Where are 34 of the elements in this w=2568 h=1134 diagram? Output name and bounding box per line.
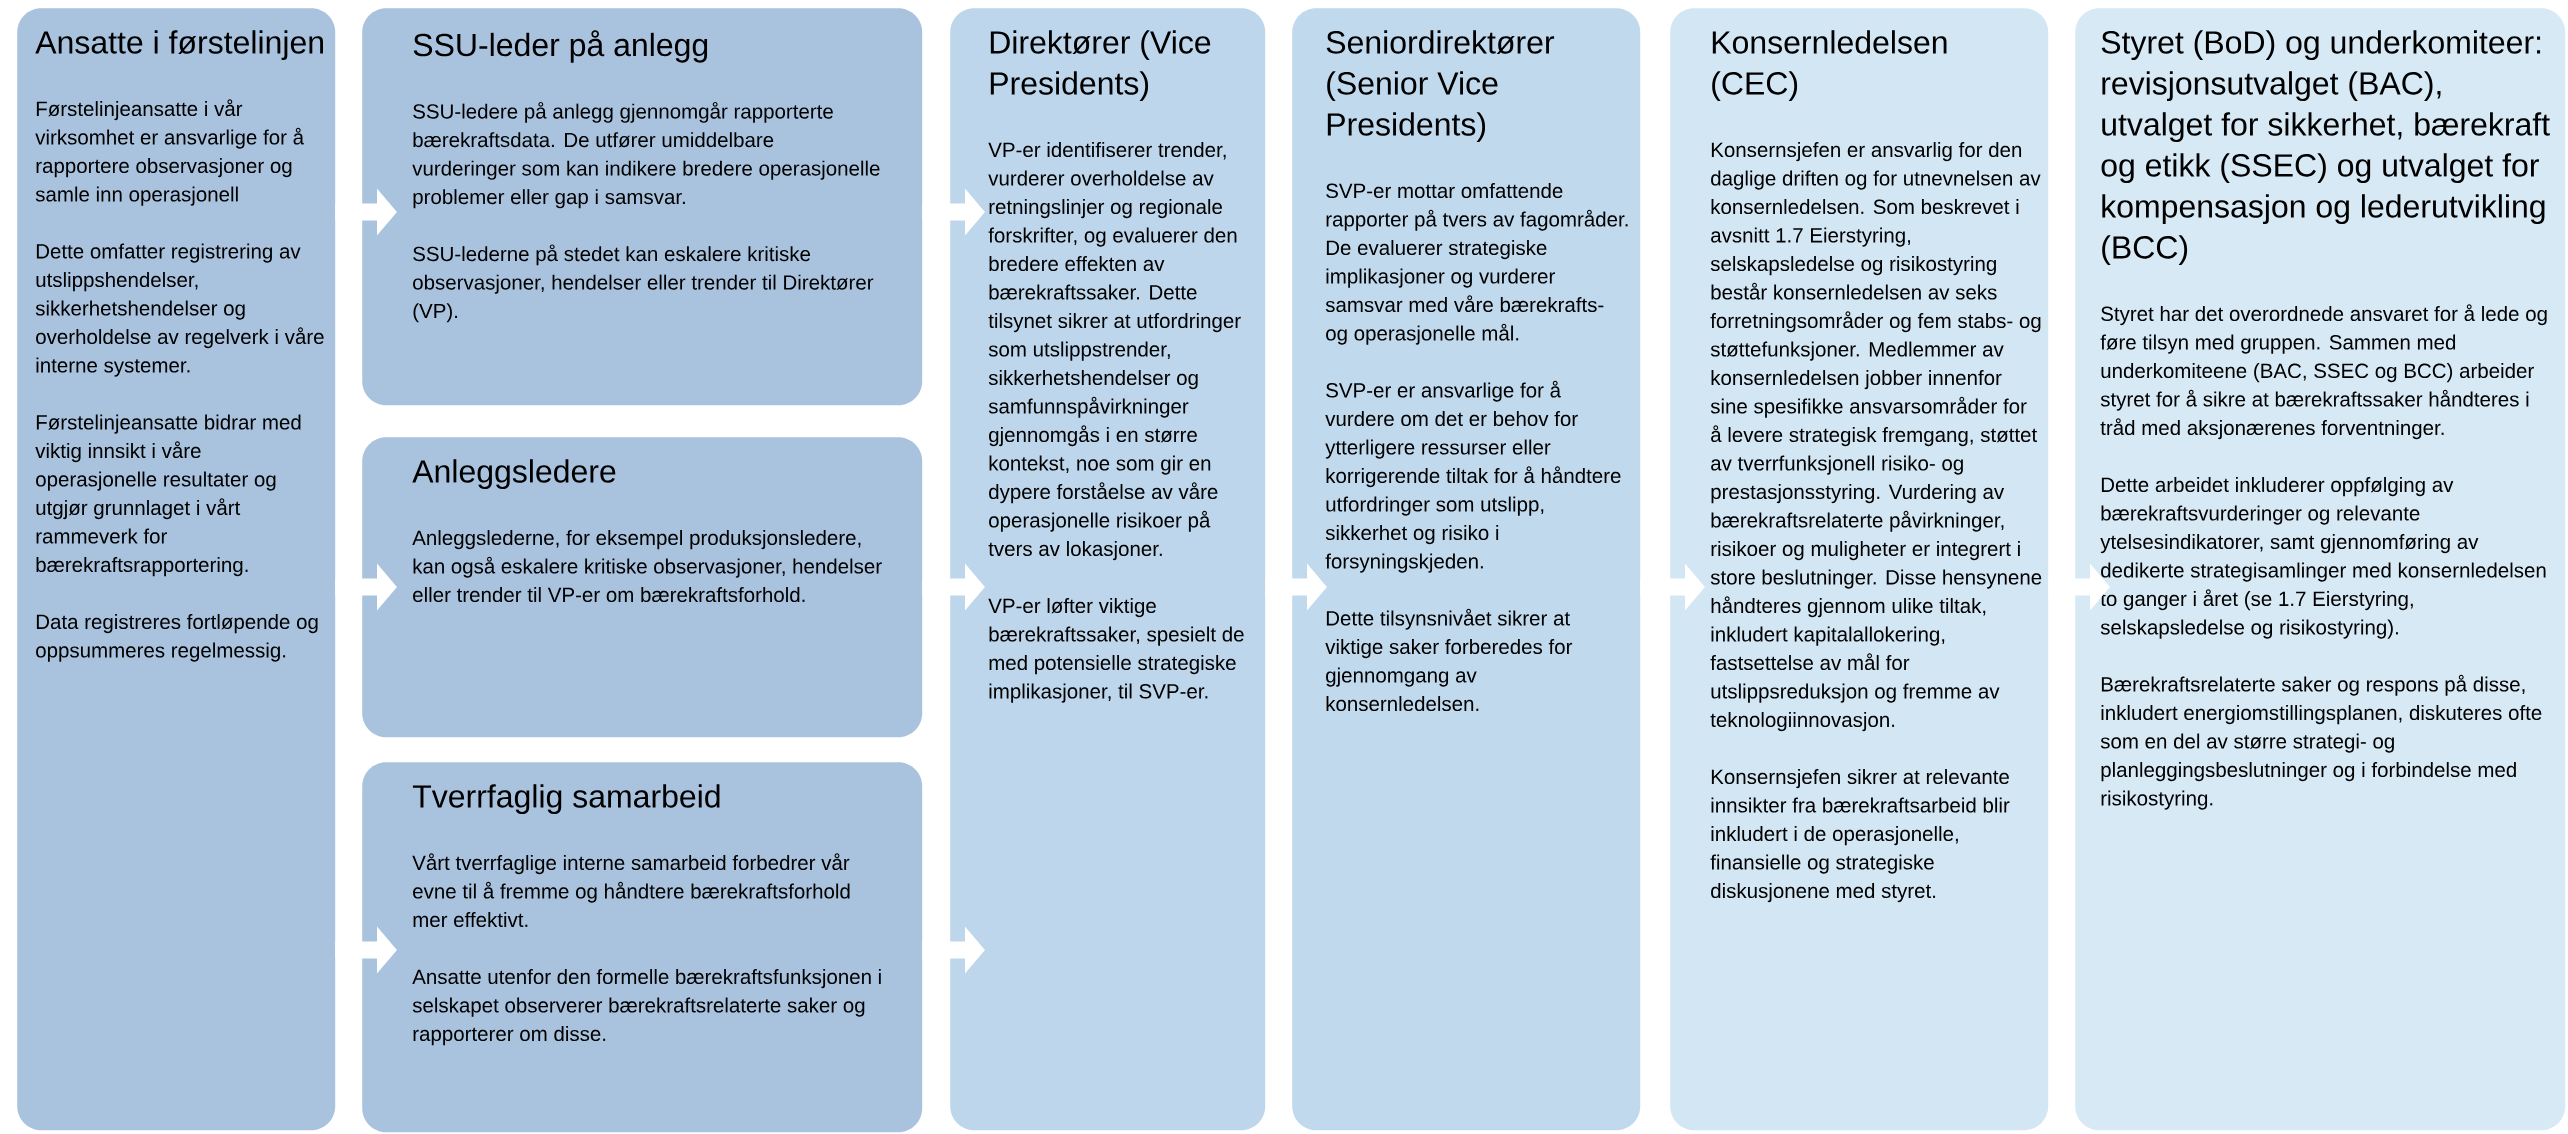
paragraph: VP-er løfter viktige bærekraftssaker, spesielt de med potensielle strategiske implikasjoner, til SVP-er. [988,598,1244,703]
heading: Tverrfaglig samarbeid [412,784,720,814]
paragraph: SSU-ledere på anlegg gjennomgår rapporterte bærekraftsdata. De utfører umiddelbare vurderinger som kan indikere bredere operasjonelle problemer eller gap i samsvar. [412,101,880,209]
column-box [362,762,923,1133]
column-box [1670,8,2049,1131]
paragraph: Vårt tverrfaglige interne samarbeid forbedrer vår evne til å fremme og håndtere bærekraftsforhold mer effektivt. [412,853,850,928]
paragraph: Bærekraftsrelaterte saker og respons på disse, inkludert energiomstillingsplanen, diskuteres ofte som en del av større strategi- og planleggingsbeslutninger og i forbindelse med risikostyring. [2100,674,2542,810]
column-box [362,437,923,738]
paragraph: Dette tilsynsnivået sikrer at viktige saker forberedes for gjennomgang av konsernledelsen. [1325,608,1573,712]
column-box [2075,8,2566,1131]
paragraph: Data registreres fortløpende og oppsummeres regelmessig. [36,614,318,662]
heading: Direktører (Vice Presidents) [990,30,1211,101]
paragraph: SVP-er er ansvarlige for å vurdere om det er behov for ytterligere ressurser eller korrigerende tiltak for å håndtere utfordringer som utslipp, sikkerhet og risiko i forsyningskjeden. [1325,380,1621,573]
paragraph: Førstelinjeansatte i vår virksomhet er ansvarlige for å rapportere observasjoner og samle inn operasjonell [35,99,305,206]
heading: Ansatte i førstelinjen [35,30,323,60]
heading: Anleggsledere [412,459,616,489]
paragraph: Ansatte utenfor den formelle bærekraftsfunksjonen i selskapet observerer bærekraftsrelaterte saker og rapporterer om disse. [412,969,881,1046]
paragraph: Dette omfatter registrering av utslippshendelser, sikkerhetshendelser og overholdelse av regelverk i våre interne systemer. [35,243,324,377]
paragraph: Førstelinjeansatte bidrar med viktig innsikt i våre operasjonelle resultater og utgjør grunnlaget i vårt rammeverk for bærekraftsrapportering. [35,414,301,577]
paragraph: VP-er identifiserer trender, vurderer overholdelse av retningslinjer og regionale forskrifter, og evaluerer den bredere effekten av bærekraftssaker. Dette tilsynet sikrer at utfordringer som utslippstrender, sikkerhetshendelser og samfunnspåvirkninger gjennomgås i en større kontekst, noe som gir en dypere forståelse av våre operasjonelle risikoer på tvers av lokasjoner. [988,142,1241,561]
paragraph: Styret har det overordnede ansvaret for å lede og føre tilsyn med gruppen. Sammen med underkomiteene (BAC, SSEC og BCC) arbeider styret for å sikre at bærekraftssaker håndteres i tråd med aksjonærenes forventninger. [2100,304,2547,440]
column-box [362,8,923,406]
heading: Styret (BoD) og underkomiteer: revisjonsutvalget (BAC), utvalget for sikkerhet, bærekraft og etikk (SSEC) og utvalget for kompensasjon og lederutvikling (BCC) [2101,30,2550,265]
paragraph: Konsernsjefen sikrer at relevante innsikter fra bærekraftsarbeid blir inkludert i de operasjonelle, finansielle og strategiske diskusjonene med styret. [1710,769,2010,903]
paragraph: Anleggslederne, for eksempel produksjonsledere, kan også eskalere kritiske observasjoner, hendelser eller trender til VP-er om bærekraftsforhold. [412,530,882,603]
column-box [17,8,336,1131]
column-box [1292,8,1641,1131]
heading: SSU-leder på anlegg [413,30,708,63]
paragraph: Konsernsjefen er ansvarlig for den daglige driften og for utnevnelsen av konsernledelsen. Som beskrevet i avsnitt 1.7 Eierstyring, selskapsledelse og risikostyring består konsernledelsen av seks forretningsområder og fem stabs- og støttefunksjoner. Medlemmer av konsernledelsen jobber innenfor sine spesifikke ansvarsområder for å levere strategisk fremgang, støttet av tverrfunksjonell risiko- og prestasjonsstyring. Vurdering av bærekraftsrelaterte påvirkninger, risikoer og muligheter er integrert i store beslutninger. Disse hensynene håndteres gjennom ulike tiltak, inkludert kapitalallokering, fastsettelse av mål for utslippsreduksjon og fremme av teknologiinnovasjon. [1710,142,2042,732]
paragraph: SSU-lederne på stedet kan eskalere kritiske observasjoner, hendelser eller trender til Direktører (VP). [413,244,874,323]
column-box [950,8,1266,1131]
heading: Konsernledelsen (CEC) [1712,30,1947,101]
paragraph: SVP-er mottar omfattende rapporter på tvers av fagområder. De evaluerer strategiske implikasjoner og vurderer samsvar med våre bærekrafts- og operasjonelle mål. [1325,183,1628,345]
heading: Seniordirektører (Senior Vice Presidents) [1326,30,1555,142]
